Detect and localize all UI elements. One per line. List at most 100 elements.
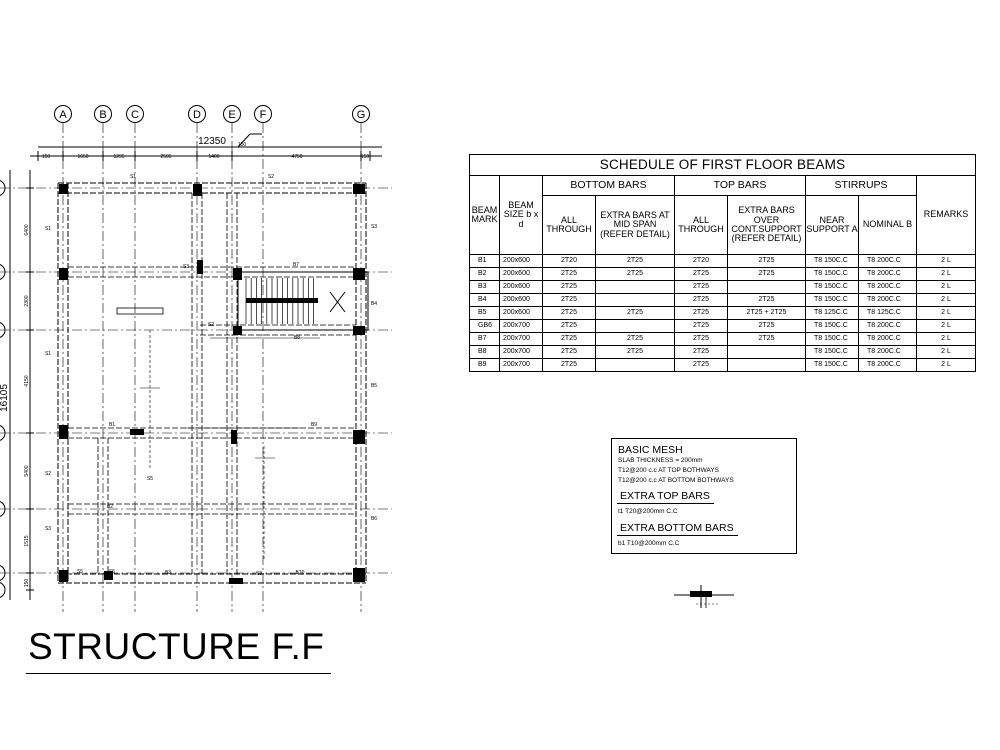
- grid-label: F: [260, 109, 267, 121]
- small-dimension: 150: [238, 142, 247, 148]
- schedule-cell: [727, 358, 806, 372]
- schedule-cell: 2 L: [915, 280, 977, 294]
- schedule-cell: 2 L: [915, 319, 977, 333]
- grid-bubble: [188, 105, 206, 123]
- schedule-cell: T8 200C.C: [858, 358, 917, 372]
- slab-tag: S5: [109, 569, 115, 575]
- column: [229, 578, 243, 584]
- schedule-cell: B3: [469, 280, 500, 294]
- slab-tag: S3: [183, 264, 189, 270]
- schedule-cell: T8 200C.C: [858, 293, 917, 307]
- grid-bubble: [254, 105, 272, 123]
- schedule-cell: 2T25: [727, 293, 806, 307]
- schedule-cell: 2T25: [727, 267, 806, 281]
- slab-tag: S3: [256, 571, 262, 577]
- schedule-cell: T8 125C.C: [858, 306, 917, 320]
- column: [353, 268, 365, 280]
- grid-label: G: [357, 109, 366, 121]
- slab-tag: S1: [45, 226, 51, 232]
- column: [59, 425, 68, 439]
- slab-tag: S1: [45, 351, 51, 357]
- column: [59, 570, 68, 582]
- schedule-cell: 2T25: [542, 280, 596, 294]
- schedule-cell: 2T25: [542, 319, 596, 333]
- schedule-cell: [595, 280, 675, 294]
- extra-top-title: EXTRA TOP BARS: [617, 490, 714, 504]
- schedule-cell: T8 150C.C: [805, 319, 859, 333]
- header-near-support: NEAR SUPPORT A: [805, 195, 859, 255]
- schedule-cell: T8 200C.C: [858, 254, 917, 268]
- beam-tag: S2: [268, 174, 274, 180]
- schedule-cell: T8 200C.C: [858, 267, 917, 281]
- span-dimension: 150: [361, 154, 370, 160]
- schedule-cell: 200x600: [499, 293, 543, 307]
- beam-tag: B8: [294, 335, 300, 341]
- schedule-cell: T8 200C.C: [858, 319, 917, 333]
- grid-bubble: [0, 582, 6, 598]
- schedule-cell: B9: [469, 358, 500, 372]
- schedule-cell: [595, 293, 675, 307]
- schedule-cell: 2T25: [595, 254, 675, 268]
- slab-tag: S5: [77, 569, 83, 575]
- schedule-cell: B4: [469, 293, 500, 307]
- schedule-cell: T8 125C.C: [805, 306, 859, 320]
- vertical-dimension: 4150: [24, 375, 30, 386]
- schedule-cell: T8 150C.C: [805, 267, 859, 281]
- schedule-cell: 2T25: [674, 267, 728, 281]
- schedule-cell: 200x700: [499, 319, 543, 333]
- schedule-cell: 2T25: [595, 345, 675, 359]
- schedule-cell: 2T20: [674, 254, 728, 268]
- schedule-cell: 200x600: [499, 306, 543, 320]
- span-dimension: 2505: [160, 154, 171, 160]
- header-top-bars: TOP BARS: [674, 175, 806, 196]
- schedule-cell: T8 150C.C: [805, 345, 859, 359]
- grid-bubble: [94, 105, 112, 123]
- schedule-cell: 200x700: [499, 358, 543, 372]
- schedule-cell: 2T25: [674, 280, 728, 294]
- vertical-dimension: 150: [24, 579, 30, 588]
- schedule-cell: T8 200C.C: [858, 332, 917, 346]
- header-top-all-through: ALL THROUGH: [674, 195, 728, 255]
- stair-landing: [246, 298, 318, 303]
- schedule-cell: 200x600: [499, 280, 543, 294]
- schedule-cell: 200x600: [499, 254, 543, 268]
- span-dimension: 1400: [208, 154, 219, 160]
- schedule-cell: 2T25: [727, 319, 806, 333]
- overall-dimension: 12350: [198, 136, 226, 147]
- schedule-cell: 2T25: [595, 332, 675, 346]
- beam-tag: B5: [371, 383, 377, 389]
- schedule-cell: 2 L: [915, 267, 977, 281]
- column: [353, 184, 365, 194]
- beam-schedule-table: SCHEDULE OF FIRST FLOOR BEAMS BEAM MARK …: [468, 154, 977, 372]
- schedule-cell: [727, 280, 806, 294]
- grid-bubble: [126, 105, 144, 123]
- grid-bubble: [352, 105, 370, 123]
- vertical-dimension: 5400: [24, 465, 30, 476]
- schedule-cell: 2T25: [595, 267, 675, 281]
- header-beam-size: BEAM SIZE b x d: [499, 175, 543, 255]
- grid-label: E: [228, 109, 235, 121]
- grid-label: D: [193, 109, 201, 121]
- column: [193, 184, 202, 196]
- vertical-dimension: 1515: [24, 535, 30, 546]
- schedule-title: SCHEDULE OF FIRST FLOOR BEAMS: [468, 154, 977, 176]
- schedule-cell: 2 L: [915, 254, 977, 268]
- mesh-line: T12@200 c.c AT TOP BOTHWAYS: [618, 467, 720, 474]
- grid-label: A: [59, 109, 67, 121]
- beam-tag: S1: [130, 174, 136, 180]
- schedule-cell: T8 150C.C: [805, 280, 859, 294]
- column: [353, 568, 365, 582]
- vertical-dimension: 6400: [24, 224, 30, 235]
- column: [59, 184, 68, 194]
- schedule-cell: 2T25: [674, 332, 728, 346]
- schedule-cell: GB6: [469, 319, 500, 333]
